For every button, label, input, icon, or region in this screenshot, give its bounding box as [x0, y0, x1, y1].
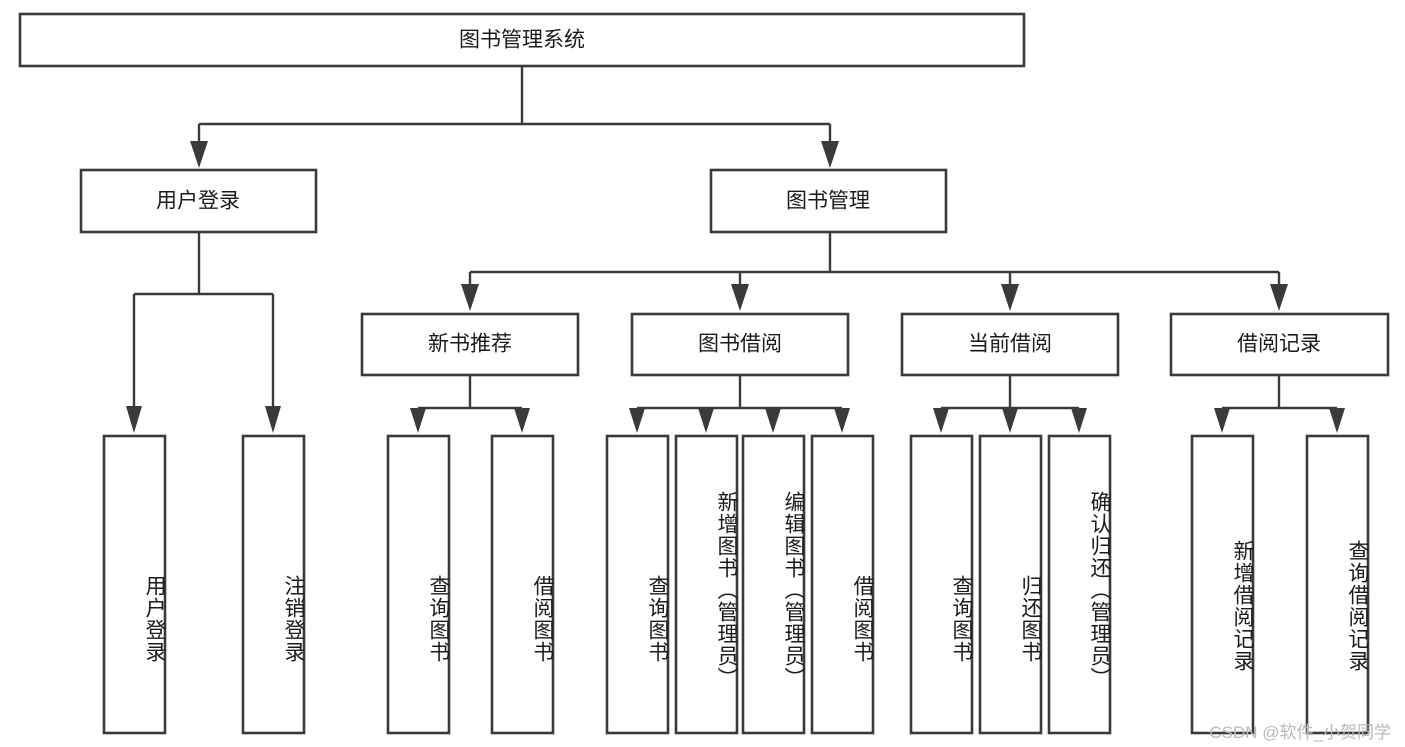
- node-box-leaf-userlogin-2[interactable]: [241, 434, 306, 735]
- node-label-user-login: 用户登录: [156, 190, 240, 213]
- arrowhead-bookborrow-leaf-2: [698, 408, 714, 433]
- node-box-current-borrow[interactable]: [900, 312, 1120, 377]
- connector-userlogin-to-leaves: [126, 233, 281, 433]
- node-box-leaf-bookborrow-2[interactable]: [674, 434, 739, 735]
- arrowhead-to-book-manage: [821, 141, 839, 168]
- arrowhead-borrowrecord-leaf-2: [1329, 408, 1345, 433]
- arrowhead-to-borrow-record: [1270, 284, 1288, 311]
- node-label-book-manage: 图书管理: [786, 190, 870, 213]
- arrowhead-to-current-borrow: [1001, 284, 1019, 311]
- node-box-book-manage[interactable]: [709, 168, 948, 234]
- arrowhead-bookborrow-leaf-1: [629, 408, 645, 433]
- node-box-leaf-newbook-2[interactable]: [490, 434, 555, 735]
- arrowhead-to-book-borrow: [731, 284, 749, 311]
- node-box-borrow-record[interactable]: [1169, 312, 1390, 377]
- connector-currentborrow-to-leaves: [933, 376, 1087, 433]
- csdn-watermark: CSDN @软件_小贺同学: [1209, 723, 1391, 742]
- node-box-book-borrow[interactable]: [630, 312, 850, 377]
- node-box-leaf-bookborrow-4[interactable]: [810, 434, 875, 735]
- node-label-current-borrow: 当前借阅: [968, 333, 1052, 356]
- node-box-leaf-newbook-1[interactable]: [386, 434, 451, 735]
- node-box-leaf-userlogin-1[interactable]: [102, 434, 167, 735]
- connector-borrowrecord-to-leaves: [1214, 376, 1345, 433]
- arrowhead-newbook-leaf-1: [410, 408, 426, 433]
- arrowhead-currentborrow-leaf-3: [1071, 408, 1087, 433]
- node-box-leaf-borrowrecord-1[interactable]: [1190, 434, 1255, 735]
- connector-root-to-level2: [190, 67, 839, 168]
- connector-bookborrow-to-leaves: [629, 376, 850, 433]
- node-box-leaf-currentborrow-1[interactable]: [909, 434, 974, 735]
- node-label-book-borrow: 图书借阅: [698, 333, 782, 356]
- arrowhead-currentborrow-leaf-1: [933, 408, 949, 433]
- node-box-leaf-bookborrow-3[interactable]: [741, 434, 806, 735]
- arrowhead-borrowrecord-leaf-1: [1214, 408, 1230, 433]
- node-box-leaf-currentborrow-2[interactable]: [978, 434, 1043, 735]
- arrowhead-currentborrow-leaf-2: [1002, 408, 1018, 433]
- node-box-leaf-borrowrecord-2[interactable]: [1305, 434, 1370, 735]
- node-box-leaf-bookborrow-1[interactable]: [605, 434, 670, 735]
- arrowhead-bookborrow-leaf-3: [765, 408, 781, 433]
- node-box-leaf-currentborrow-3[interactable]: [1047, 434, 1112, 735]
- connector-bookmanage-to-level3: [461, 233, 1288, 311]
- node-box-user-login[interactable]: [79, 168, 318, 234]
- node-label-root: 图书管理系统: [459, 29, 585, 52]
- node-label-new-book-recommend: 新书推荐: [428, 333, 512, 356]
- node-label-borrow-record: 借阅记录: [1237, 333, 1321, 356]
- arrowhead-to-user-login: [190, 141, 208, 168]
- arrowhead-bookborrow-leaf-4: [834, 408, 850, 433]
- node-box-root[interactable]: [18, 12, 1026, 68]
- arrowhead-userlogin-leaf-1: [126, 406, 142, 433]
- arrowhead-to-new-book: [461, 284, 479, 311]
- arrowhead-userlogin-leaf-2: [265, 406, 281, 433]
- connector-newbook-to-leaves: [410, 376, 530, 433]
- arrowhead-newbook-leaf-2: [514, 408, 530, 433]
- node-box-new-book-recommend[interactable]: [360, 312, 580, 377]
